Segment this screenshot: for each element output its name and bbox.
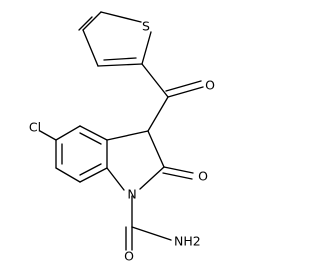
bond bbox=[141, 31, 152, 65]
bond bbox=[82, 29, 99, 67]
molecule-structure: S O Cl O N O NH2 bbox=[29, 11, 215, 264]
bond bbox=[78, 16, 93, 31]
bond bbox=[167, 86, 204, 98]
ketone-oxygen-label: O bbox=[205, 78, 215, 93]
bond bbox=[55, 125, 81, 141]
bond bbox=[163, 166, 194, 174]
bond bbox=[106, 130, 149, 141]
bond bbox=[147, 96, 169, 132]
carboxamide-group bbox=[125, 195, 172, 251]
bond bbox=[147, 130, 165, 168]
bond bbox=[55, 167, 81, 183]
bond bbox=[131, 226, 172, 241]
amide-nh2-label: NH2 bbox=[174, 234, 201, 249]
bond bbox=[82, 11, 102, 31]
benzene-ring bbox=[55, 125, 108, 183]
bond bbox=[100, 11, 142, 23]
chlorine-atom-label: Cl bbox=[29, 120, 41, 135]
bond bbox=[79, 132, 102, 145]
ketone-carbonyl bbox=[141, 63, 204, 132]
thiophene-ring bbox=[78, 11, 152, 67]
bond bbox=[162, 172, 193, 180]
lactam-oxygen-label: O bbox=[198, 169, 208, 184]
bond bbox=[79, 167, 108, 183]
lactam-ring bbox=[106, 130, 194, 191]
amide-oxygen-label: O bbox=[124, 249, 134, 264]
bond bbox=[139, 166, 165, 190]
bond bbox=[103, 57, 137, 61]
bond bbox=[141, 63, 169, 98]
chloro-bond bbox=[39, 130, 57, 141]
bond bbox=[79, 125, 108, 141]
nitrogen-atom-label: N bbox=[127, 187, 136, 202]
sulfur-atom-label: S bbox=[142, 19, 150, 34]
bond bbox=[106, 167, 125, 191]
bond bbox=[97, 63, 143, 67]
bond bbox=[165, 80, 202, 92]
bond bbox=[79, 163, 102, 176]
